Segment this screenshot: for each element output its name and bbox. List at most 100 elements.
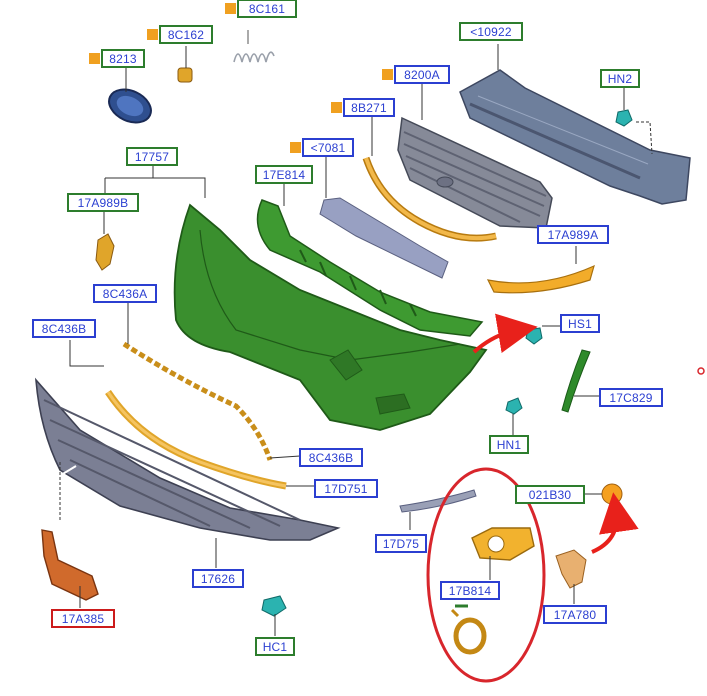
label-text: HN1 xyxy=(497,438,522,452)
label-box xyxy=(51,609,115,628)
label-box xyxy=(101,49,145,68)
label-marker-icon xyxy=(290,142,301,153)
label-box xyxy=(255,637,295,656)
label-text: 8C436A xyxy=(103,287,148,301)
label-17b814: 17B814 xyxy=(440,581,500,600)
label-10922: <10922 xyxy=(459,22,523,41)
label-marker-icon xyxy=(331,102,342,113)
label-box xyxy=(237,0,297,18)
label-text: 17A385 xyxy=(62,612,105,626)
label-8200a: 8200A xyxy=(382,65,450,84)
label-17757: 17757 xyxy=(126,147,178,166)
label-text: 17A989A xyxy=(548,228,599,242)
label-box xyxy=(440,581,500,600)
reinforcement-beam-part xyxy=(459,44,691,205)
fog-ring-part xyxy=(450,604,487,655)
label-text: 17A989B xyxy=(78,196,129,210)
side-strip-part xyxy=(561,349,600,413)
label-box xyxy=(394,65,450,84)
label-box xyxy=(67,193,139,212)
label-box xyxy=(489,435,529,454)
fog-cap-part xyxy=(584,483,623,505)
label-text: 8C162 xyxy=(168,28,204,42)
label-box xyxy=(299,448,363,467)
right-deflector-part xyxy=(486,246,595,294)
label-box xyxy=(599,388,663,407)
label-box xyxy=(93,284,157,303)
label-text: HN2 xyxy=(608,72,633,86)
label-text: 8C436B xyxy=(309,451,354,465)
left-bracket-part xyxy=(95,210,115,271)
grille-trim-part xyxy=(362,114,497,242)
lower-right-bracket-part xyxy=(555,549,587,604)
spring-part xyxy=(233,30,275,63)
label-box xyxy=(515,485,585,504)
license-bracket-part xyxy=(41,529,99,608)
label-box xyxy=(159,25,213,44)
label-text: 17A780 xyxy=(554,608,597,622)
label-text: 17626 xyxy=(201,572,235,586)
label-17d75x: 17D75 xyxy=(375,534,427,553)
label-hc1: HC1 xyxy=(255,637,295,656)
label-7081: <7081 xyxy=(290,138,354,157)
emblem-part xyxy=(108,66,152,124)
label-17a780: 17A780 xyxy=(543,605,607,624)
label-marker-icon xyxy=(147,29,158,40)
label-box xyxy=(537,225,609,244)
hc1-clip-part xyxy=(261,595,287,636)
label-box xyxy=(126,147,178,166)
label-8c161: 8C161 xyxy=(225,0,297,18)
grille-part xyxy=(397,82,553,229)
label-hn1: HN1 xyxy=(489,435,529,454)
label-box xyxy=(459,22,523,41)
label-17e814: 17E814 xyxy=(255,165,313,184)
label-text: 021B30 xyxy=(529,488,572,502)
label-marker-icon xyxy=(89,53,100,64)
label-text: 8C436B xyxy=(42,322,87,336)
label-text: <7081 xyxy=(311,141,346,155)
label-text: 8200A xyxy=(404,68,440,82)
label-text: HC1 xyxy=(263,640,288,654)
label-text: 17757 xyxy=(135,150,169,164)
label-text: 17E814 xyxy=(263,168,306,182)
fog-bar-part xyxy=(399,489,477,530)
label-box xyxy=(314,479,378,498)
label-text: 17B814 xyxy=(449,584,492,598)
label-17c829: 17C829 xyxy=(599,388,663,407)
label-text: 17D751 xyxy=(324,482,367,496)
clip-part xyxy=(177,46,193,83)
label-text: 8C161 xyxy=(249,2,285,16)
label-8213: 8213 xyxy=(89,49,145,68)
hs1-clip-part xyxy=(525,325,560,345)
hn1-clip-part xyxy=(505,397,523,436)
lower-grille-part xyxy=(35,377,341,568)
bumper-cover-part xyxy=(104,164,488,431)
label-021b30: 021B30 xyxy=(515,485,585,504)
label-text: HS1 xyxy=(568,317,592,331)
label-8c436b: 8C436B xyxy=(32,319,96,338)
label-hs1: HS1 xyxy=(560,314,600,333)
fog-bezel-part xyxy=(471,527,535,580)
label-marker-icon xyxy=(382,69,393,80)
label-17a989b: 17A989B xyxy=(67,193,139,212)
label-box xyxy=(375,534,427,553)
label-marker-icon xyxy=(225,3,236,14)
red-arrow-lower xyxy=(591,492,639,554)
label-text: <10922 xyxy=(470,25,512,39)
label-box xyxy=(302,138,354,157)
label-box xyxy=(543,605,607,624)
label-box xyxy=(600,69,640,88)
label-17a989a: 17A989A xyxy=(537,225,609,244)
lower-panel-part xyxy=(319,156,449,279)
label-box xyxy=(192,569,244,588)
label-text: 8213 xyxy=(109,52,137,66)
label-8b271: 8B271 xyxy=(331,98,395,117)
label-box xyxy=(255,165,313,184)
label-text: 8B271 xyxy=(351,101,387,115)
label-text: 17D75 xyxy=(383,537,419,551)
hn2-clip-part xyxy=(615,88,653,155)
label-box xyxy=(343,98,395,117)
red-arrow-upper xyxy=(472,313,538,354)
label-box xyxy=(32,319,96,338)
